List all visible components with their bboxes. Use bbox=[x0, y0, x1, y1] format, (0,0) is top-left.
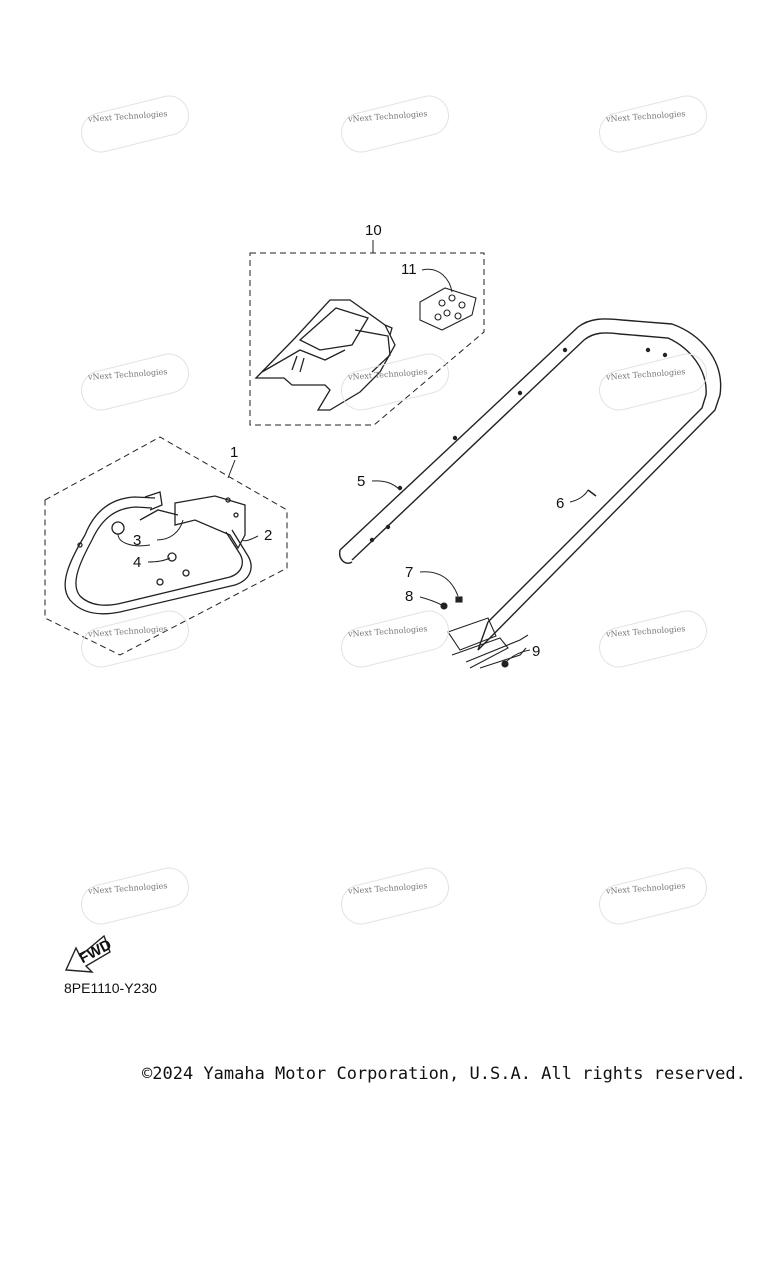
watermark: vNext Technologies bbox=[76, 606, 194, 672]
part-1-rail-bracket bbox=[64, 491, 252, 615]
fwd-label: FWD bbox=[76, 936, 114, 967]
fwd-arrow-icon: FWD bbox=[64, 934, 115, 973]
part-10-seat-cover bbox=[254, 299, 396, 411]
callout-9: 9 bbox=[532, 643, 540, 660]
watermark: vNext Technologies bbox=[76, 349, 194, 415]
callout-1: 1 bbox=[230, 444, 238, 461]
copyright-notice: ©2024 Yamaha Motor Corporation, U.S.A. A… bbox=[142, 1064, 746, 1084]
watermark: vNext Technologies bbox=[594, 349, 712, 415]
callout-5: 5 bbox=[357, 473, 365, 490]
group-outline-10 bbox=[249, 252, 485, 426]
leader-lines-rail bbox=[371, 480, 589, 663]
watermark: vNext Technologies bbox=[76, 863, 194, 929]
diagram-code: 8PE1110-Y230 bbox=[64, 980, 157, 996]
watermark: vNext Technologies bbox=[76, 91, 194, 157]
watermark: vNext Technologies bbox=[336, 606, 454, 672]
part-5-long-rail bbox=[338, 318, 722, 651]
leader-lines-group-1 bbox=[117, 459, 259, 563]
watermark: vNext Technologies bbox=[594, 91, 712, 157]
watermark: vNext Technologies bbox=[336, 349, 454, 415]
callout-8: 8 bbox=[405, 588, 413, 605]
callout-4: 4 bbox=[133, 554, 141, 571]
watermark: vNext Technologies bbox=[336, 863, 454, 929]
callout-3: 3 bbox=[133, 532, 141, 549]
watermark: vNext Technologies bbox=[594, 606, 712, 672]
group-outline-1 bbox=[44, 436, 288, 656]
callout-10: 10 bbox=[365, 222, 382, 239]
callout-2: 2 bbox=[264, 527, 272, 544]
part-7-8-9-fasteners bbox=[440, 489, 597, 669]
watermark: vNext Technologies bbox=[336, 91, 454, 157]
watermark: vNext Technologies bbox=[594, 863, 712, 929]
callout-6: 6 bbox=[556, 495, 564, 512]
callout-11: 11 bbox=[401, 261, 417, 278]
leader-lines-group-10 bbox=[372, 240, 453, 293]
part-11-sticker-sheet bbox=[419, 287, 477, 331]
callout-7: 7 bbox=[405, 564, 413, 581]
